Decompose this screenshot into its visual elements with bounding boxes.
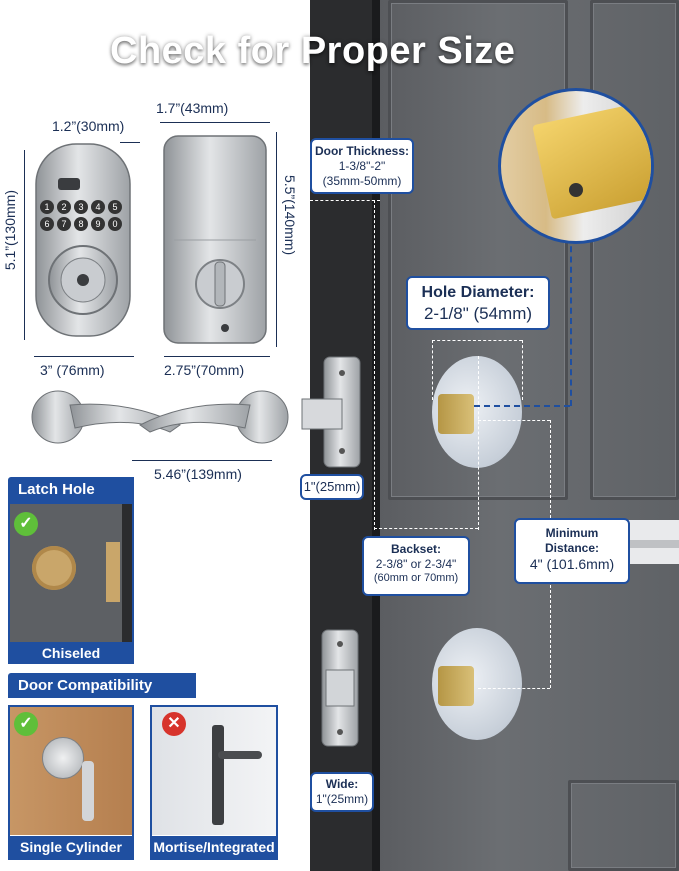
minimum-distance-label2: Distance: (544, 541, 600, 555)
door-frame-edge (372, 0, 380, 871)
keypad-key[interactable]: 8 (74, 217, 88, 231)
keypad: 1 2 3 4 5 6 7 8 9 0 (40, 200, 122, 231)
keypad-key[interactable]: 0 (108, 217, 122, 231)
dim-back-height: 5.5”(140mm) (282, 175, 298, 256)
single-cylinder-caption: Single Cylinder (10, 836, 132, 858)
backset-guide (374, 528, 478, 529)
check-icon: ✓ (14, 712, 38, 736)
backset-guide-right (478, 356, 479, 530)
door-panel-bottom (568, 780, 679, 871)
latch-hole-box: Chiseled (8, 502, 134, 664)
door-thickness-line1: 1-3/8"-2" (338, 159, 386, 173)
back-lock-illustration (163, 135, 267, 344)
minimum-distance-callout: Minimum Distance: 4" (101.6mm) (514, 518, 630, 584)
hole-diameter-label: Hole Diameter: (421, 284, 535, 301)
latch-hole-edge (122, 504, 132, 642)
back-height-ruler (276, 132, 277, 347)
mortise-plate (212, 725, 224, 825)
zoom-latch-hole (569, 183, 583, 197)
depth-ruler (160, 122, 270, 123)
keypad-key[interactable]: 1 (40, 200, 54, 214)
zoom-pointer-v (570, 236, 572, 406)
thickness-guide (310, 200, 380, 201)
door-thickness-label: Door Thickness: (314, 144, 410, 158)
latch-upper-illustration (301, 356, 361, 468)
front-lock-illustration (35, 143, 131, 337)
door-thickness-line2: (35mm-50mm) (322, 174, 402, 188)
zoom-detail-circle (498, 88, 654, 244)
distance-guide-bottom (478, 688, 550, 689)
upper-latch-mechanism (438, 394, 474, 434)
minimum-distance-value: 4" (101.6mm) (529, 556, 615, 572)
zoom-pointer-h (474, 405, 570, 407)
dim-lever-width: 5.46”(139mm) (154, 466, 242, 482)
page-title: Check for Proper Size (110, 30, 516, 72)
back-width-ruler (164, 356, 270, 357)
key-icon (82, 761, 94, 821)
minimum-distance-label: Minimum (545, 526, 599, 540)
dim-front-width: 3” (76mm) (40, 362, 105, 378)
lower-latch-mechanism (438, 666, 474, 706)
latch-hole-caption: Chiseled (10, 642, 132, 664)
dim-depth: 1.7”(43mm) (156, 100, 229, 116)
hole-diameter-callout: Hole Diameter: 2-1/8" (54mm) (406, 276, 550, 330)
wide-callout: Wide: 1"(25mm) (310, 772, 374, 812)
single-cylinder-box: Single Cylinder (8, 705, 134, 860)
keypad-key[interactable]: 4 (91, 200, 105, 214)
dim-top-width: 1.2”(30mm) (52, 118, 125, 134)
backset-callout: Backset: 2-3/8" or 2-3/4" (60mm or 70mm) (362, 536, 470, 596)
backset-label: Backset: (390, 542, 442, 556)
hole-diameter-top (432, 340, 522, 341)
keypad-key[interactable]: 5 (108, 200, 122, 214)
keypad-key[interactable]: 6 (40, 217, 54, 231)
front-width-ruler (34, 356, 134, 357)
door-handle-bar-shadow (600, 540, 679, 548)
keypad-key[interactable]: 9 (91, 217, 105, 231)
backset-guide-left (374, 200, 375, 530)
door-thickness-callout: Door Thickness: 1-3/8"-2" (35mm-50mm) (310, 138, 414, 194)
latch-height-value: 1"(25mm) (303, 479, 361, 494)
distance-guide-top (478, 420, 550, 421)
hole-diameter-left (432, 340, 433, 400)
dim-front-height: 5.1”(130mm) (2, 190, 18, 271)
mortise-caption: Mortise/Integrated (152, 836, 276, 858)
latch-lower-illustration (321, 629, 359, 747)
mortise-lever (218, 751, 262, 759)
keypad-key[interactable]: 2 (57, 200, 71, 214)
latch-hole-bore (32, 546, 76, 590)
front-height-ruler (24, 150, 25, 340)
wide-value: 1"(25mm) (315, 792, 369, 806)
hole-diameter-right (522, 340, 523, 400)
cross-icon: ✕ (162, 712, 186, 736)
top-width-ruler (120, 142, 140, 143)
check-icon: ✓ (14, 512, 38, 536)
latch-hole-heading: Latch Hole (8, 477, 134, 502)
latch-height-label: 1"(25mm) (300, 474, 364, 500)
dim-back-width: 2.75”(70mm) (164, 362, 245, 378)
door-compat-heading: Door Compatibility (8, 673, 196, 698)
lever-handles-illustration (31, 390, 289, 444)
hole-diameter-value: 2-1/8" (54mm) (423, 304, 533, 323)
keypad-key[interactable]: 7 (57, 217, 71, 231)
deadbolt-knob (42, 737, 84, 779)
zoom-latch-plate (532, 102, 651, 220)
lever-width-ruler (132, 460, 272, 461)
door-panel-top-right (590, 0, 679, 500)
latch-hole-chisel (106, 542, 120, 602)
keypad-key[interactable]: 3 (74, 200, 88, 214)
wide-label: Wide: (325, 777, 359, 791)
backset-line1: 2-3/8" or 2-3/4" (375, 557, 457, 571)
backset-line2: (60mm or 70mm) (373, 572, 459, 584)
